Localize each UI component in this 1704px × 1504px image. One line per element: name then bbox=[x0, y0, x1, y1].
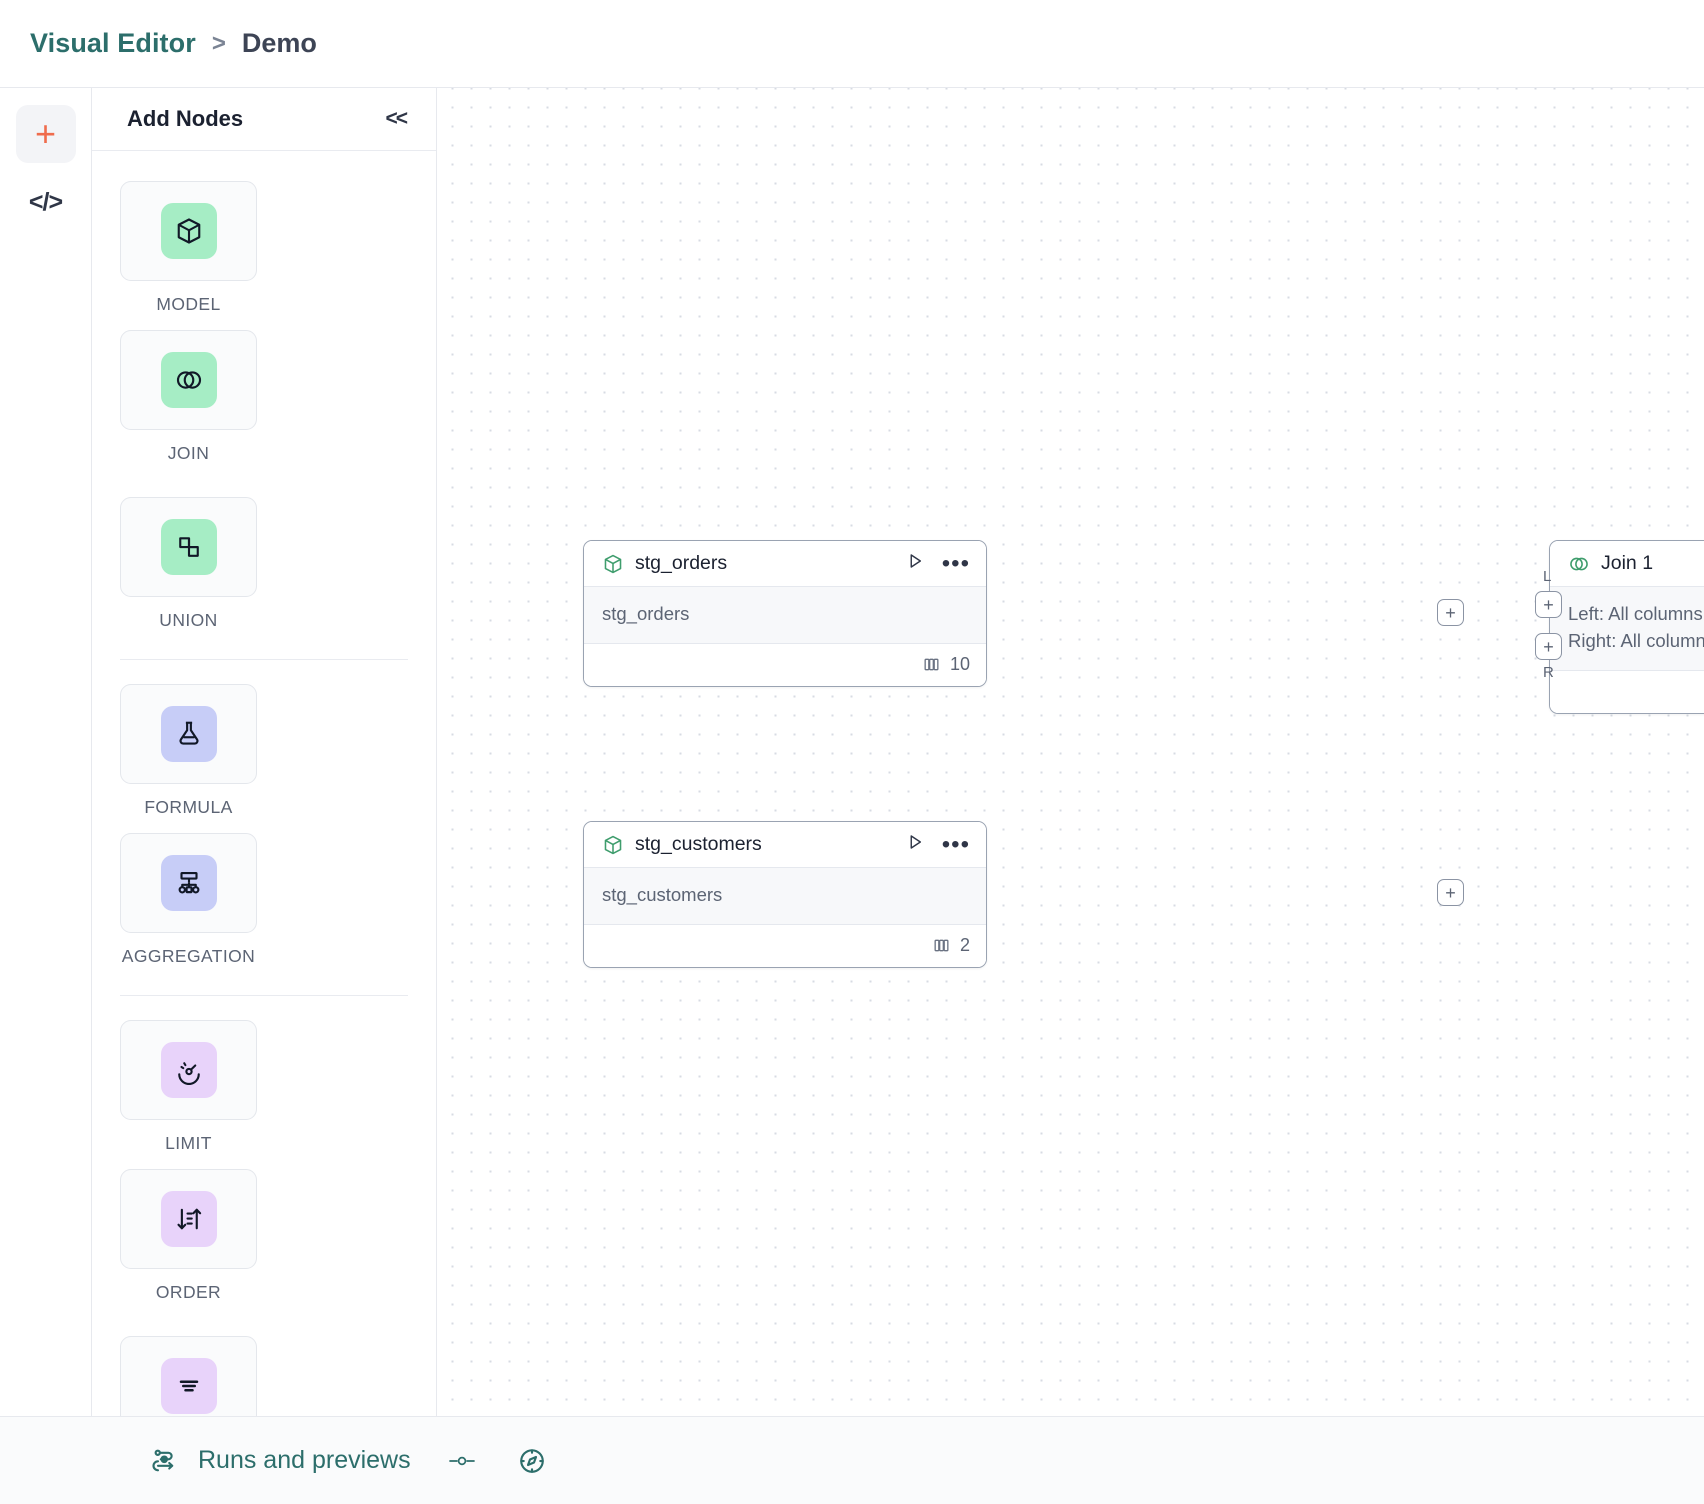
palette-label-model: MODEL bbox=[156, 294, 221, 314]
palette-tile-formula[interactable] bbox=[120, 684, 257, 784]
hierarchy-icon bbox=[160, 855, 217, 911]
plus-icon: + bbox=[34, 113, 57, 154]
column-count: 2 bbox=[959, 935, 970, 956]
run-icon[interactable] bbox=[905, 832, 925, 857]
pipeline-icon bbox=[150, 1446, 180, 1476]
left-input-label: L bbox=[1543, 568, 1552, 585]
node-group-sources: MODEL JOIN bbox=[120, 181, 408, 631]
palette-tile-join[interactable] bbox=[120, 330, 257, 430]
cube-icon bbox=[602, 834, 624, 856]
node-title: Join 1 bbox=[1601, 552, 1654, 574]
palette-tile-limit[interactable] bbox=[120, 1020, 257, 1120]
node-title: stg_orders bbox=[635, 552, 728, 574]
node-detail-row: stg_customers bbox=[602, 884, 723, 905]
palette-label-join: JOIN bbox=[167, 443, 210, 463]
palette-item-formula[interactable]: FORMULA bbox=[120, 684, 257, 818]
gauge-icon bbox=[160, 1042, 217, 1098]
node-menu-icon[interactable]: ••• bbox=[941, 830, 970, 858]
code-view-button[interactable]: </> bbox=[16, 173, 76, 231]
node-group-transforms: FORMULA bbox=[120, 684, 408, 967]
node-detail-row-left: Left: All columns bbox=[1568, 603, 1703, 624]
node-footer: 12 bbox=[1550, 670, 1704, 713]
node-footer: 10 bbox=[584, 643, 986, 686]
bottom-status-bar: Runs and previews bbox=[0, 1416, 1704, 1504]
palette-item-model[interactable]: MODEL bbox=[120, 181, 257, 315]
node-footer: 2 bbox=[584, 924, 986, 967]
add-nodes-list: MODEL JOIN bbox=[92, 151, 436, 1470]
node-body: stg_customers bbox=[584, 868, 986, 925]
flow-canvas[interactable]: stg_orders ••• stg_orders bbox=[437, 88, 1704, 1416]
node-stg-orders[interactable]: stg_orders ••• stg_orders bbox=[583, 540, 987, 687]
palette-label-aggregation: AGGREGATION bbox=[121, 946, 256, 966]
node-title: stg_customers bbox=[635, 833, 762, 855]
code-icon: </> bbox=[28, 187, 63, 216]
venn-circles-icon bbox=[1568, 553, 1590, 575]
palette-label-order: ORDER bbox=[155, 1282, 222, 1302]
node-header: stg_customers ••• bbox=[584, 822, 986, 868]
edge-layer bbox=[437, 88, 737, 238]
palette-divider-2 bbox=[120, 995, 408, 996]
flask-icon bbox=[160, 706, 217, 762]
columns-icon bbox=[932, 936, 951, 955]
node-body: Left: All columns Right: All columns bbox=[1550, 587, 1704, 671]
overlapping-squares-icon bbox=[160, 519, 217, 575]
compass-icon[interactable] bbox=[517, 1446, 547, 1476]
right-input-label: R bbox=[1543, 664, 1554, 681]
add-node-button[interactable]: + bbox=[15, 105, 76, 163]
runs-and-previews-button[interactable]: Runs and previews bbox=[150, 1446, 411, 1476]
node-detail-row-right: Right: All columns bbox=[1568, 629, 1704, 651]
output-handle-stg-orders[interactable]: + bbox=[1437, 599, 1464, 626]
palette-item-order[interactable]: ORDER bbox=[120, 1169, 257, 1303]
palette-divider-1 bbox=[120, 659, 408, 660]
palette-item-aggregation[interactable]: AGGREGATION bbox=[120, 833, 257, 967]
columns-icon bbox=[922, 655, 941, 674]
node-header: Join 1 ••• bbox=[1550, 541, 1704, 587]
cube-icon bbox=[160, 203, 217, 259]
sort-arrows-icon bbox=[160, 1191, 217, 1247]
breadcrumb-header: Visual Editor > Demo bbox=[0, 0, 1704, 88]
breadcrumb-root[interactable]: Visual Editor bbox=[30, 28, 196, 58]
node-actions: ••• bbox=[905, 832, 970, 857]
output-handle-stg-customers[interactable]: + bbox=[1437, 879, 1464, 906]
left-icon-rail: + </> bbox=[0, 88, 92, 1416]
palette-tile-order[interactable] bbox=[120, 1169, 257, 1269]
add-nodes-panel: Add Nodes << bbox=[92, 88, 437, 1469]
palette-label-formula: FORMULA bbox=[144, 797, 233, 817]
input-handle-join-left[interactable]: + bbox=[1535, 591, 1562, 618]
node-menu-icon[interactable]: ••• bbox=[941, 549, 970, 577]
palette-tile-union[interactable] bbox=[120, 497, 257, 597]
column-count: 10 bbox=[949, 654, 970, 675]
collapse-panel-icon[interactable]: << bbox=[385, 107, 407, 130]
filter-lines-icon bbox=[160, 1358, 217, 1414]
palette-tile-filter[interactable] bbox=[120, 1336, 257, 1436]
palette-item-join[interactable]: JOIN bbox=[120, 330, 257, 464]
slider-toggle-icon[interactable] bbox=[447, 1451, 481, 1471]
palette-tile-aggregation[interactable] bbox=[120, 833, 257, 933]
node-header: stg_orders ••• bbox=[584, 541, 986, 587]
node-actions: ••• bbox=[905, 551, 970, 576]
node-join-1[interactable]: Join 1 ••• Left: All columns Right: All … bbox=[1549, 540, 1704, 714]
node-stg-customers[interactable]: stg_customers ••• stg_customers bbox=[583, 821, 987, 968]
panel-title: Add Nodes bbox=[127, 106, 244, 131]
palette-tile-model[interactable] bbox=[120, 181, 257, 281]
palette-item-limit[interactable]: LIMIT bbox=[120, 1020, 257, 1154]
node-body: stg_orders bbox=[584, 587, 986, 644]
runs-and-previews-label: Runs and previews bbox=[198, 1446, 411, 1474]
run-icon[interactable] bbox=[905, 551, 925, 576]
node-detail-row: stg_orders bbox=[602, 603, 690, 624]
breadcrumb-separator: > bbox=[211, 29, 226, 57]
editor-body: + </> Add Nodes << bbox=[0, 88, 1704, 1469]
palette-label-limit: LIMIT bbox=[165, 1133, 212, 1153]
palette-label-union: UNION bbox=[159, 610, 218, 630]
cube-icon bbox=[602, 553, 624, 575]
breadcrumb-current: Demo bbox=[241, 28, 317, 58]
node-group-refiners: LIMIT ORDER bbox=[120, 1020, 408, 1470]
palette-item-union[interactable]: UNION bbox=[120, 497, 257, 631]
palette-item-filter[interactable]: FILTER bbox=[120, 1336, 257, 1470]
add-nodes-header: Add Nodes << bbox=[92, 88, 436, 151]
input-handle-join-right[interactable]: + bbox=[1535, 633, 1562, 660]
venn-circles-icon bbox=[160, 352, 217, 408]
